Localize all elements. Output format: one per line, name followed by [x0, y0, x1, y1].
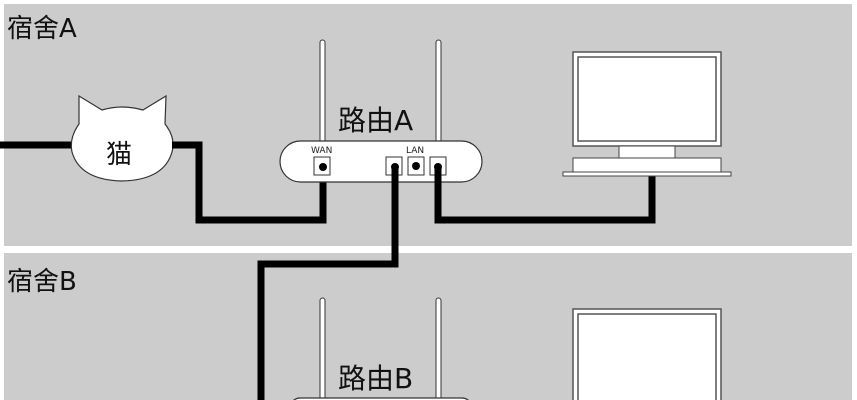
- router-a-to-computer-a-cable: [434, 166, 656, 224]
- antenna-right-icon: [435, 39, 442, 145]
- modem-to-wan-cable: [172, 141, 327, 224]
- lan-port-2-dot: [412, 162, 420, 170]
- router-b-antenna-left-icon: [319, 297, 326, 400]
- wan-plug: [319, 163, 327, 171]
- router-a-label: 路由A: [338, 104, 413, 137]
- wan-label: WAN: [311, 146, 332, 156]
- router-b-label: 路由B: [338, 362, 413, 395]
- computer-a-monitor-icon: [562, 51, 732, 177]
- modem-icon: 猫: [70, 94, 174, 182]
- lan-label: LAN: [406, 146, 424, 156]
- router-b-antenna-right-icon: [435, 297, 442, 400]
- room-b-panel: [4, 253, 852, 400]
- modem-label: 猫: [106, 140, 132, 170]
- router-a-icon: WAN LAN: [279, 140, 483, 183]
- room-b-label: 宿舍B: [7, 267, 77, 297]
- computer-b-monitor-icon: [572, 308, 722, 400]
- antenna-left-icon: [319, 39, 326, 145]
- room-a-label: 宿舍A: [7, 14, 77, 44]
